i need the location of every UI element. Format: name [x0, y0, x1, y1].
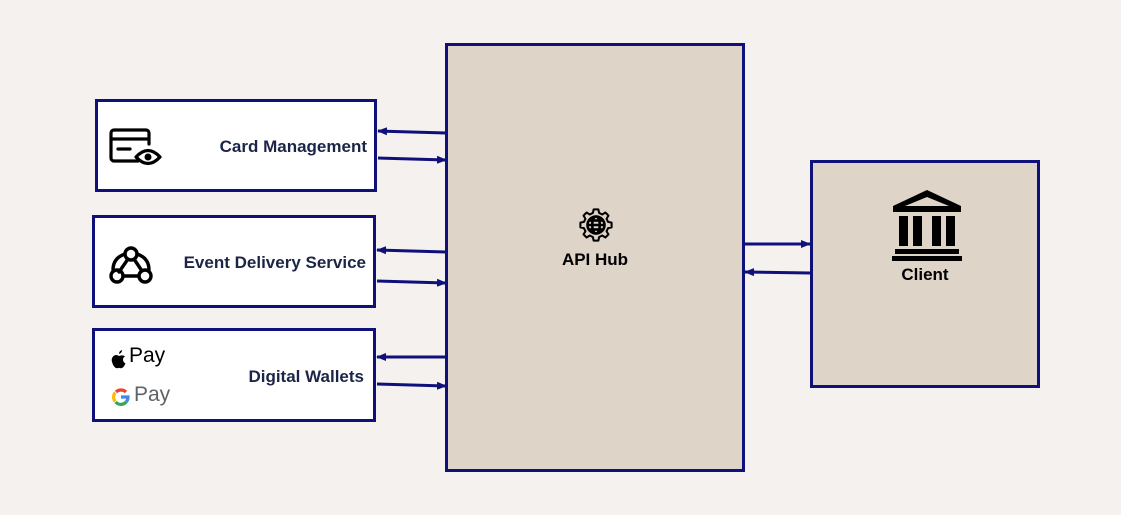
gear-globe-icon [579, 208, 613, 242]
webhook-icon [109, 246, 153, 284]
bank-icon [892, 190, 962, 261]
arrow-card-to-hub [377, 155, 447, 164]
arrow-client-to-hub [744, 268, 811, 277]
event-delivery-node: Event Delivery Service [92, 215, 376, 308]
apple-pay-text: Pay [129, 344, 166, 367]
arrow-wallets-to-hub [376, 381, 447, 390]
api-hub-node: API Hub [445, 43, 745, 472]
google-g-icon [112, 388, 130, 406]
card-eye-icon [109, 128, 162, 166]
client-node: Client [810, 160, 1040, 388]
apple-icon [111, 350, 126, 369]
event-delivery-label: Event Delivery Service [183, 253, 366, 272]
google-pay-logo: Pay [111, 383, 191, 411]
apple-pay-logo: Pay [111, 344, 191, 373]
arrow-hub-to-events [376, 246, 447, 255]
card-management-node: Card Management [95, 99, 377, 192]
api-hub-label: API Hub [561, 250, 629, 269]
digital-wallets-label: Digital Wallets [248, 367, 364, 386]
client-label: Client [901, 265, 949, 284]
digital-wallets-node: Pay Pay Digital Wallets [92, 328, 376, 422]
arrow-events-to-hub [376, 278, 447, 287]
card-management-label: Card Management [219, 137, 367, 156]
arrow-hub-to-card [377, 127, 447, 136]
google-pay-text: Pay [134, 383, 171, 406]
